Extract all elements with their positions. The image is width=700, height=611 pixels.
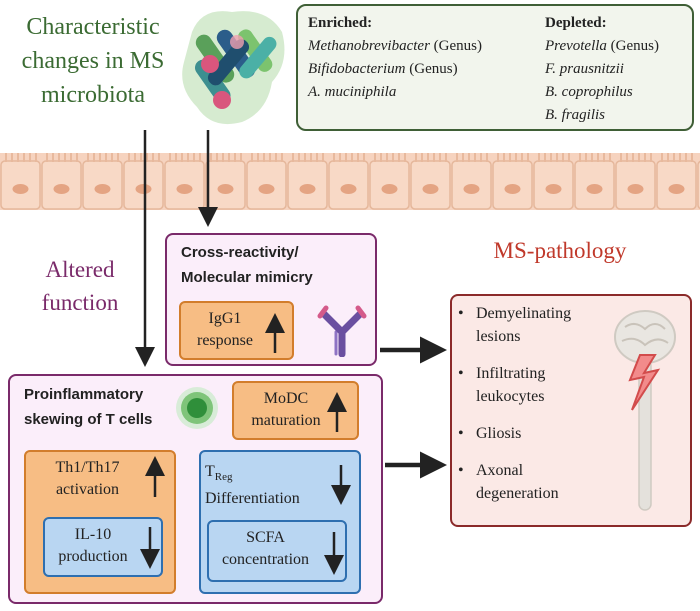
depleted-item: F. prausnitzii (545, 61, 624, 77)
gut-epithelium-icon (0, 153, 700, 210)
depleted-item: B. coprophilus (545, 84, 633, 100)
enriched-header: Enriched: (308, 15, 373, 31)
enriched-item: Methanobrevibacter (Genus) (308, 38, 482, 54)
ms-pathology-label: MS-pathology (493, 238, 627, 263)
pathology-item: •Gliosis (458, 425, 522, 442)
modc-maturation-label: MoDC maturation (251, 390, 321, 429)
scfa-concentration-label: SCFA concentration (221, 529, 310, 568)
igg1-response-label: IgG1 response (197, 310, 253, 349)
enriched-column: Enriched: Methanobrevibacter (Genus) Bif… (308, 12, 482, 104)
cross-reactivity-title: Cross-reactivity/ Molecular mimicry (181, 244, 313, 286)
proinflammatory-title: Proinflammatory skewing of T cells (24, 386, 153, 428)
th1-th17-activation-label: Th1/Th17 activation (55, 459, 120, 498)
antibody-icon (317, 305, 367, 357)
enriched-item: A. muciniphila (308, 84, 397, 100)
depleted-item: Prevotella (Genus) (545, 38, 659, 54)
brain-spinal-cord-icon (614, 310, 676, 511)
t-cell-icon (176, 387, 218, 429)
figure-title: Characteristic changes in MS microbiota (21, 14, 165, 108)
il10-production-label: IL-10 production (58, 526, 128, 565)
treg-differentiation-label: TReg Differentiation (205, 463, 300, 508)
depleted-item: B. fragilis (545, 107, 606, 123)
altered-function-label: Altered function (41, 257, 119, 315)
microbiota-changes-legend: Enriched: Methanobrevibacter (Genus) Bif… (296, 4, 694, 131)
bacteria-cluster-icon (182, 11, 285, 125)
depleted-header: Depleted: (545, 15, 607, 31)
depleted-column: Depleted: Prevotella (Genus) F. prausnit… (545, 12, 659, 127)
scfa-concentration-box (207, 520, 347, 582)
enriched-item: Bifidobacterium (Genus) (308, 61, 458, 77)
